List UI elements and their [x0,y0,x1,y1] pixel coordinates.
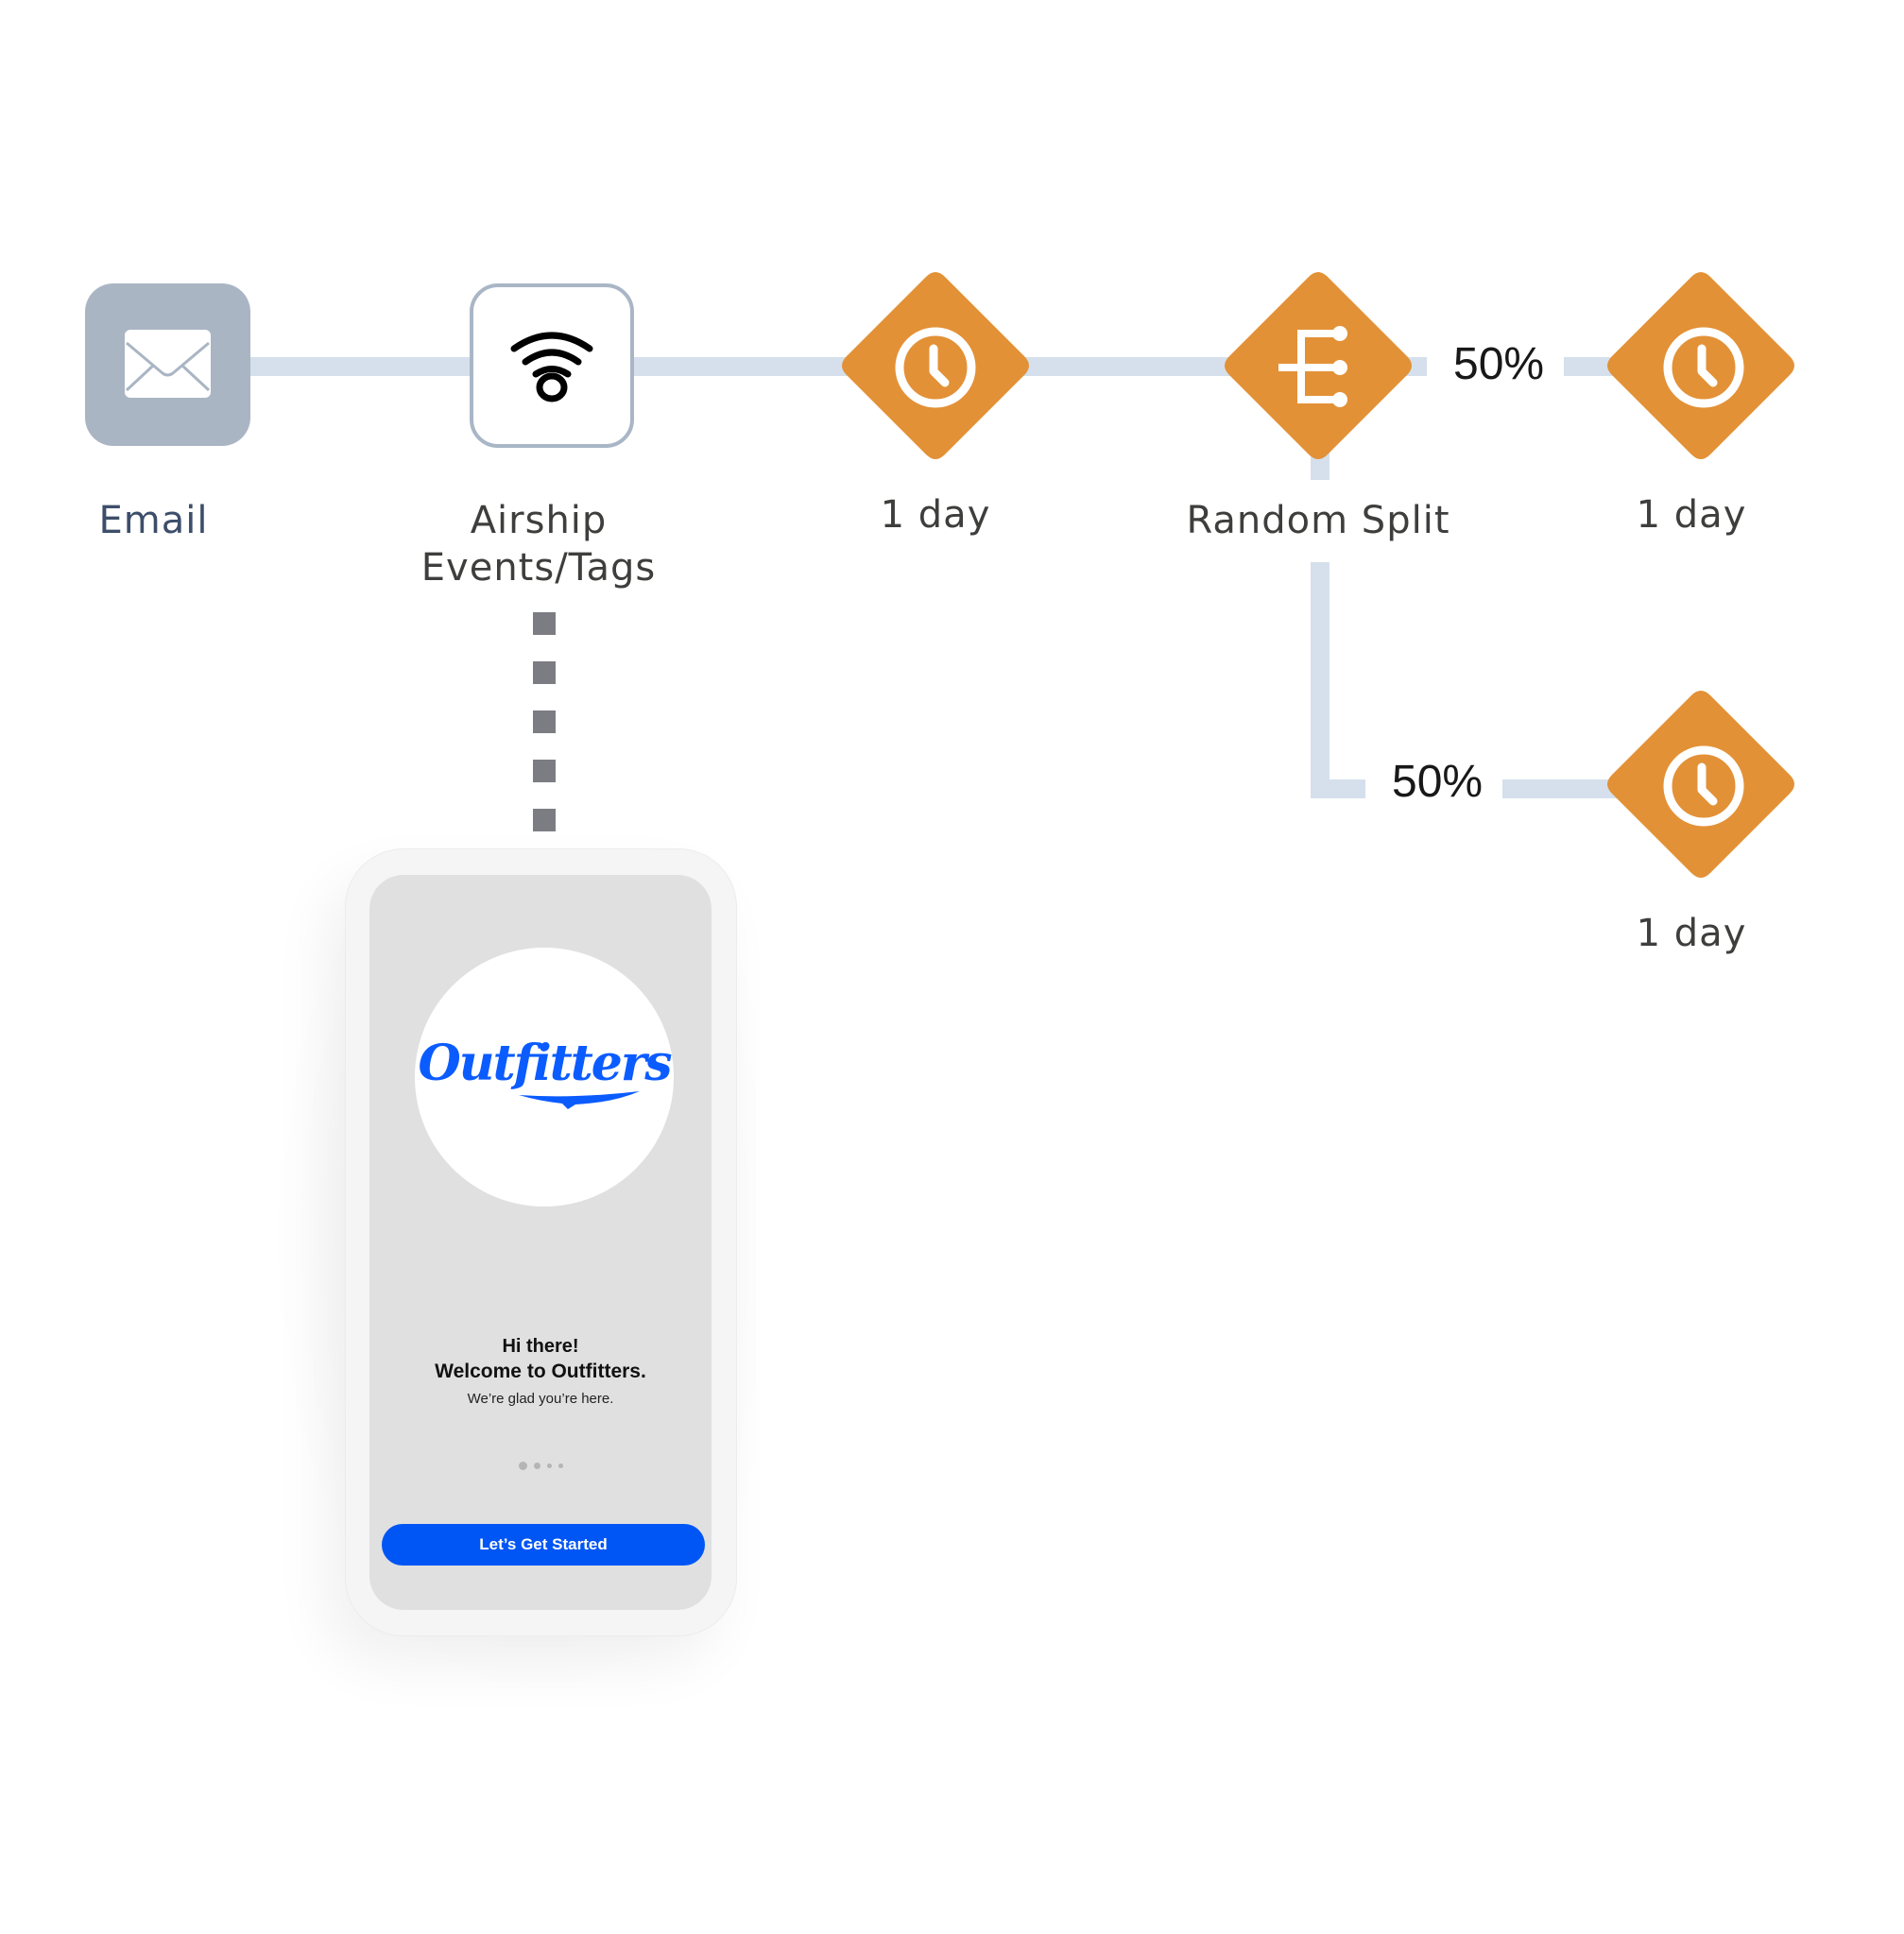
random-split-node[interactable] [1222,269,1415,462]
airship-node-label-line2: Events/Tags [420,546,657,590]
wait-node-2-label: 1 day [1636,493,1747,537]
clock-icon [1663,745,1744,827]
page-dot[interactable] [557,1463,563,1468]
logo-swoosh-icon [519,1091,640,1109]
dotted-link-segment [533,710,556,733]
wait-node-1-label: 1 day [880,493,991,537]
connector-split-down [1311,562,1329,798]
branch-b-percent: 50% [1392,757,1484,807]
brand-logo-circle: Outfitters [415,948,674,1207]
brand-logo: Outfitters [418,1035,672,1092]
page-dot[interactable] [546,1463,552,1468]
airship-node[interactable] [470,283,634,448]
connector-bottom-branch [1502,779,1625,798]
page-indicator[interactable] [369,1462,712,1470]
connector-email-airship [250,357,470,376]
dotted-link-segment [533,661,556,684]
connector-airship-wait [630,357,857,376]
clock-icon [1663,327,1744,408]
get-started-button[interactable]: Let’s Get Started [382,1524,705,1566]
greeting-text: Hi there! [502,1336,579,1357]
page-dot-active[interactable] [518,1462,527,1470]
welcome-heading: Welcome to Outfitters. [435,1361,646,1382]
wait-node-3[interactable] [1604,688,1797,881]
split-branches-icon [1278,326,1347,407]
airship-node-label-line1: Airship [470,499,608,542]
clock-icon [895,327,976,408]
random-split-node-label: Random Split [1186,499,1450,542]
wait-node-3-label: 1 day [1636,912,1747,955]
wait-node-1[interactable] [839,269,1032,462]
connector-wait-split [1011,357,1247,376]
envelope-icon [125,330,211,398]
branch-a-percent: 50% [1453,339,1545,389]
wait-node-2[interactable] [1604,269,1797,462]
dotted-link-segment [533,612,556,635]
dotted-link-segment [533,809,556,831]
email-node-label: Email [98,499,209,542]
page-dot[interactable] [533,1463,540,1469]
phone-preview: Outfitters Hi there! Welcome to Outfitte… [345,848,737,1636]
email-node[interactable] [85,283,250,446]
phone-screen: Outfitters Hi there! Welcome to Outfitte… [369,875,712,1610]
connector-split-down-elbow [1311,779,1365,798]
broadcast-signal-icon [510,332,593,402]
dotted-link-segment [533,760,556,782]
tagline-text: We’re glad you’re here. [467,1391,614,1407]
